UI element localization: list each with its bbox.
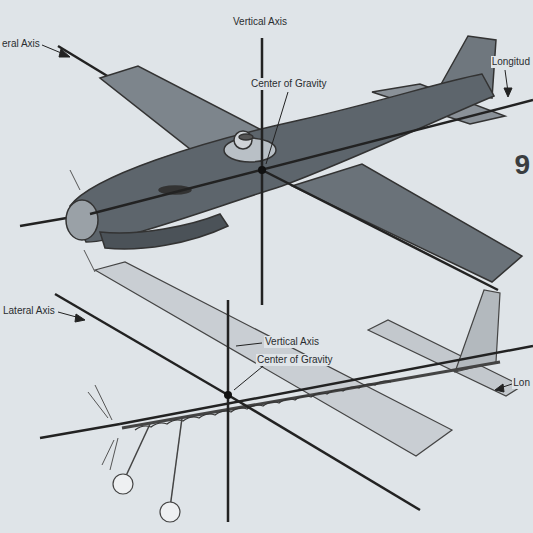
axis-label: Vertical Axis (232, 16, 288, 28)
cg-label: Center of Gravity (250, 78, 328, 90)
axis-label: eral Axis (1, 38, 41, 50)
cg-label: Center of Gravity (256, 354, 334, 366)
figure-number: 9 (513, 150, 531, 180)
axis-label: Lon (512, 377, 531, 389)
axis-label: Longitud (491, 56, 531, 68)
axis-label: Vertical Axis (264, 336, 320, 348)
axis-label: Lateral Axis (2, 305, 56, 317)
